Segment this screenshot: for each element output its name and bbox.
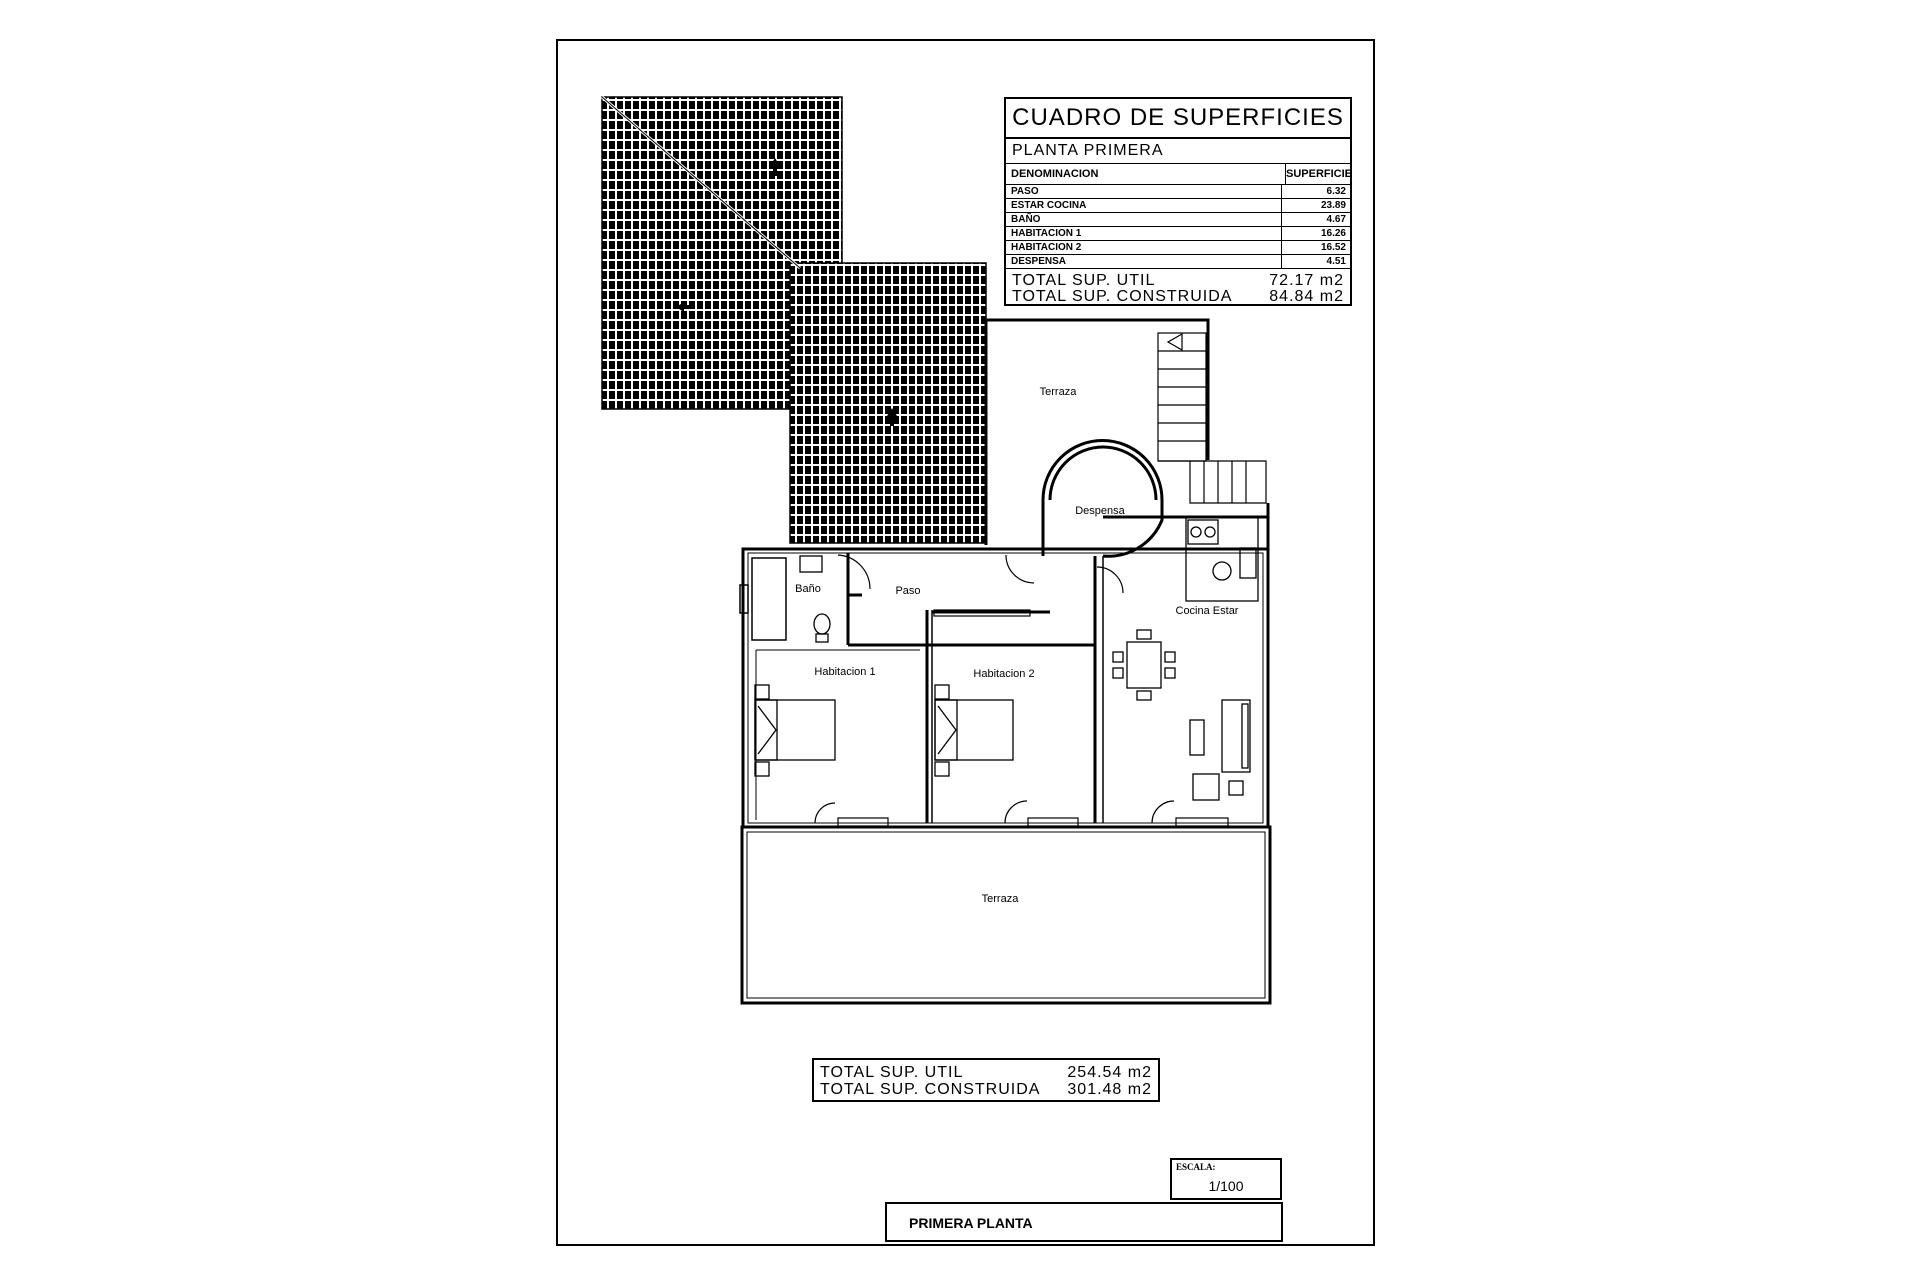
surface-table-floor: PLANTA PRIMERA — [1006, 139, 1350, 164]
surface-table-row: HABITACION 1 16.26 — [1006, 227, 1350, 241]
room-label-terraza-bottom: Terraza — [982, 893, 1020, 905]
surface-table-row: PASO 6.32 — [1006, 185, 1350, 199]
row-area: 6.32 — [1281, 185, 1350, 198]
scale-value: 1/100 — [1208, 1178, 1244, 1194]
total-util-label: TOTAL SUP. UTIL — [1012, 272, 1156, 289]
surface-table-totals: TOTAL SUP. UTIL 72.17 m2 TOTAL SUP. CONST… — [1006, 269, 1350, 307]
row-area: 16.52 — [1281, 241, 1350, 254]
row-area: 4.67 — [1281, 213, 1350, 226]
furniture — [754, 555, 1251, 801]
row-name: PASO — [1011, 186, 1039, 197]
room-label-paso: Paso — [895, 585, 920, 597]
surface-table-header: DENOMINACION SUPERFICIE — [1006, 164, 1352, 185]
surface-table-title: CUADRO DE SUPERFICIES — [1006, 99, 1350, 139]
row-name: HABITACION 1 — [1011, 228, 1082, 239]
room-label-bano: Baño — [795, 583, 821, 595]
row-area: 16.26 — [1281, 227, 1350, 240]
main-floor-walls — [739, 547, 1270, 829]
kitchen-fixtures — [1103, 503, 1270, 602]
upper-terrace — [984, 318, 1210, 545]
col-name-header: DENOMINACION — [1011, 168, 1099, 180]
totals-built-label: TOTAL SUP. CONSTRUIDA — [820, 1081, 1041, 1098]
row-name: HABITACION 2 — [1011, 242, 1082, 253]
room-label-despensa: Despensa — [1075, 505, 1125, 517]
totals-util-label: TOTAL SUP. UTIL — [820, 1064, 964, 1081]
total-built-value: 84.84 m2 — [1269, 288, 1344, 305]
scale-box: ESCALA: 1/100 — [1170, 1158, 1282, 1200]
surface-table-row: HABITACION 2 16.52 — [1006, 241, 1350, 255]
row-name: DESPENSA — [1011, 256, 1067, 267]
total-util-value: 72.17 m2 — [1269, 272, 1344, 289]
row-area: 4.51 — [1281, 255, 1350, 268]
row-area: 23.89 — [1281, 199, 1350, 212]
roof-slope-arrows — [676, 158, 897, 426]
surface-table-row: DESPENSA 4.51 — [1006, 255, 1350, 269]
room-label-hab2: Habitacion 2 — [973, 668, 1034, 680]
scale-label: ESCALA: — [1176, 1162, 1216, 1172]
totals-util-value: 254.54 m2 — [1067, 1064, 1152, 1081]
roof-tiles — [601, 95, 987, 544]
row-name: ESTAR COCINA — [1011, 200, 1087, 211]
totals-box: TOTAL SUP. UTIL 254.54 m2 TOTAL SUP. CONS… — [812, 1058, 1160, 1102]
staircase — [1157, 332, 1267, 504]
row-name: BAÑO — [1011, 214, 1041, 225]
sheet-border — [556, 39, 1375, 1246]
surface-table: CUADRO DE SUPERFICIES PLANTA PRIMERA DEN… — [1004, 97, 1352, 306]
total-built-label: TOTAL SUP. CONSTRUIDA — [1012, 288, 1233, 305]
lower-terrace — [740, 825, 1272, 1005]
sheet-title-box: PRIMERA PLANTA — [885, 1202, 1283, 1242]
sheet-title: PRIMERA PLANTA — [909, 1215, 1033, 1231]
surface-table-row: BAÑO 4.67 — [1006, 213, 1350, 227]
surface-table-row: ESTAR COCINA 23.89 — [1006, 199, 1350, 213]
col-area-header: SUPERFICIE — [1285, 164, 1352, 184]
room-label-hab1: Habitacion 1 — [814, 666, 875, 678]
totals-built-value: 301.48 m2 — [1067, 1081, 1152, 1098]
despensa-pantry — [1041, 439, 1164, 558]
room-label-terraza-top: Terraza — [1040, 386, 1078, 398]
room-label-cocina: Cocina Estar — [1176, 605, 1239, 617]
